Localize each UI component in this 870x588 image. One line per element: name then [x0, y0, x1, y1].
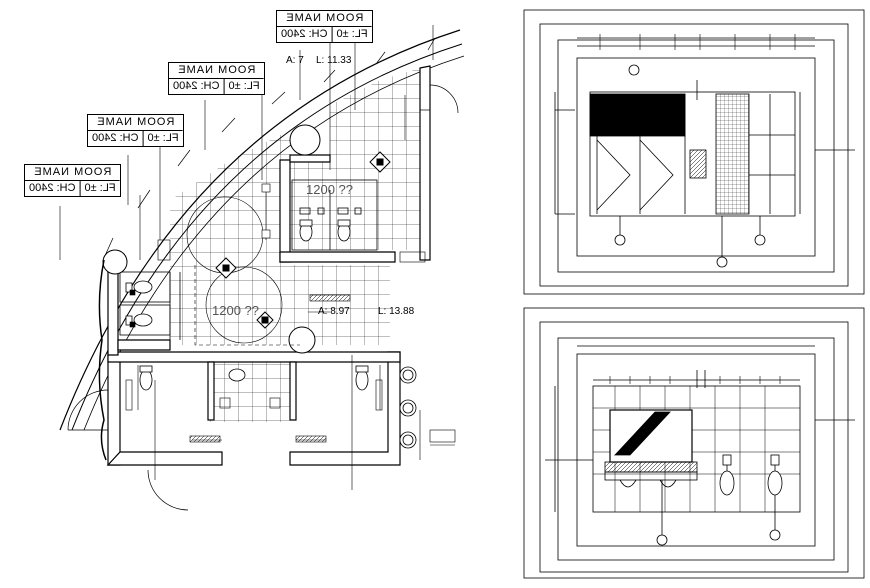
room-name: ROOM NAME	[277, 11, 372, 27]
elevation-lower	[523, 307, 865, 579]
room-name: ROOM NAME	[169, 63, 264, 79]
dimension-text: 1200 ??	[306, 182, 353, 197]
ceiling-height: CH: 2400	[25, 181, 81, 196]
area-label: A: 8.97	[318, 306, 350, 317]
ceiling-height: CH: 2400	[88, 131, 144, 146]
room-name: ROOM NAME	[88, 115, 183, 131]
floor-plan	[59, 25, 465, 511]
floor-level: FL: ±0	[147, 132, 179, 144]
length-label: L: 11.33	[316, 55, 352, 66]
ceiling-height: CH: 2400	[277, 27, 333, 42]
floor-level: FL: ±0	[84, 182, 116, 194]
length-label: L: 13.88	[378, 306, 415, 317]
elevation-upper	[523, 9, 865, 295]
dimension-text: 1200 ??	[212, 303, 259, 318]
area-label: A: 7	[286, 55, 304, 66]
room-name: ROOM NAME	[25, 165, 120, 181]
floor-level: FL: ±0	[336, 28, 368, 40]
ceiling-height: CH: 2400	[169, 79, 225, 94]
floor-level: FL: ±0	[228, 80, 260, 92]
